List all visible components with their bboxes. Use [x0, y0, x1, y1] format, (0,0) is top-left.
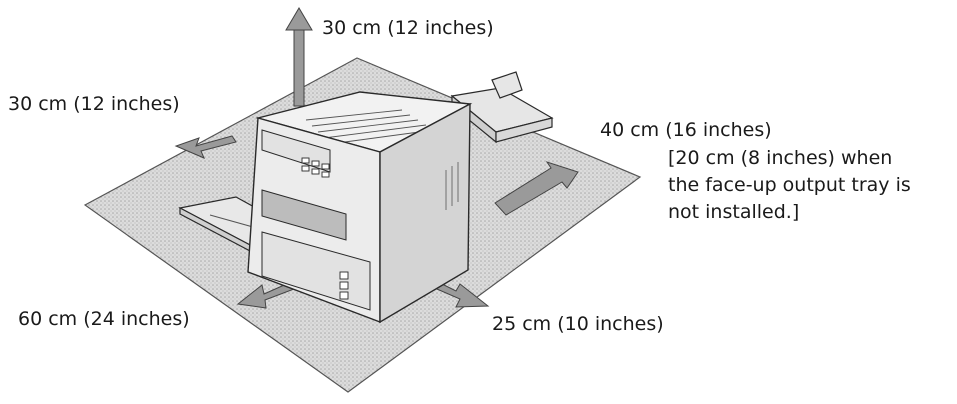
clearance-note-right: [20 cm (8 inches) when the face-up outpu…: [668, 145, 911, 226]
clearance-label-right: 40 cm (16 inches): [600, 119, 772, 141]
clearance-arrow-right: [494, 161, 579, 216]
clearance-label-left: 30 cm (12 inches): [8, 93, 180, 115]
clearance-label-top: 30 cm (12 inches): [322, 17, 494, 39]
clearance-label-front-right: 25 cm (10 inches): [492, 313, 664, 335]
clearance-arrow-left: [174, 135, 237, 159]
clearance-label-front-left: 60 cm (24 inches): [18, 308, 190, 330]
clearance-arrow-top: [285, 7, 313, 107]
note-line: the face-up output tray is: [668, 174, 911, 196]
printer: [247, 91, 473, 324]
note-line: [20 cm (8 inches) when: [668, 147, 893, 169]
note-line: not installed.]: [668, 201, 800, 223]
